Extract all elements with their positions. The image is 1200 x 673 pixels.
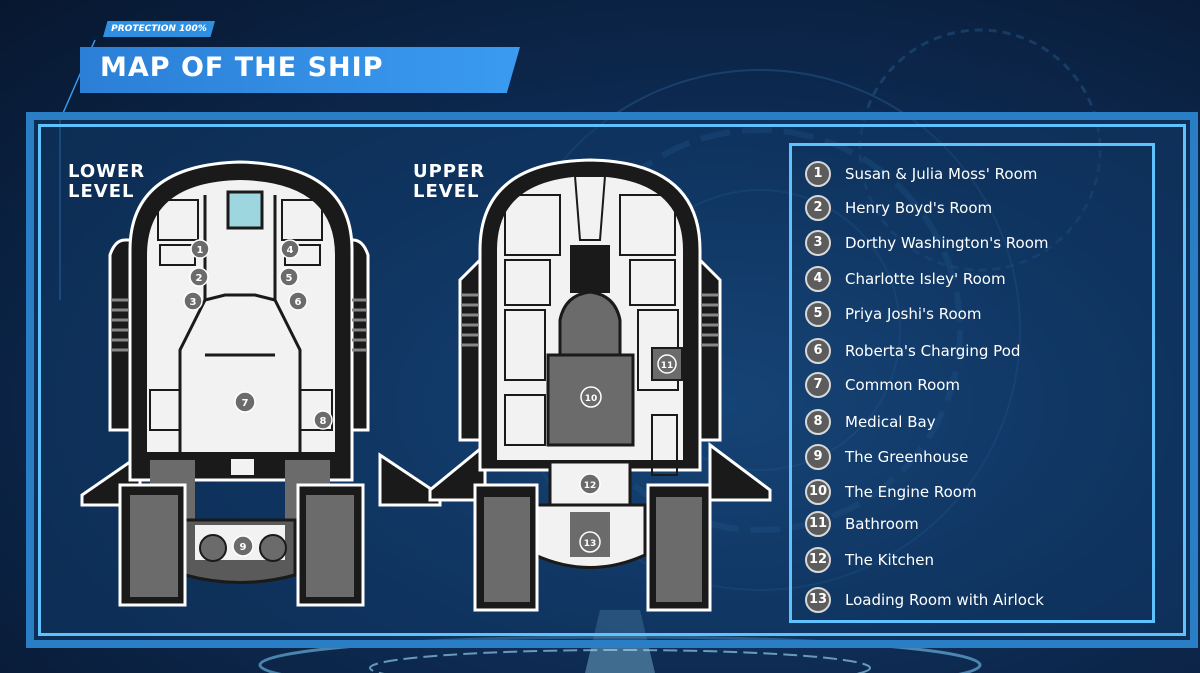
legend-item-3[interactable]: 3 Dorthy Washington's Room (805, 230, 1049, 256)
lower-level-label: LOWER LEVEL (68, 162, 145, 202)
legend-item-7[interactable]: 7 Common Room (805, 372, 960, 398)
legend-number-11: 11 (805, 511, 831, 537)
legend-item-5[interactable]: 5 Priya Joshi's Room (805, 301, 981, 327)
legend-number-1: 1 (805, 161, 831, 187)
room-marker-13[interactable]: 13 (579, 531, 601, 553)
legend-label-13: Loading Room with Airlock (845, 591, 1044, 609)
legend-label-6: Roberta's Charging Pod (845, 342, 1021, 360)
legend-label-11: Bathroom (845, 515, 919, 533)
legend-item-9[interactable]: 9 The Greenhouse (805, 444, 968, 470)
upper-level-label: UPPER LEVEL (413, 162, 485, 202)
legend-label-2: Henry Boyd's Room (845, 199, 993, 217)
legend-number-3: 3 (805, 230, 831, 256)
room-marker-2-label: 2 (196, 273, 203, 284)
legend-item-12[interactable]: 12 The Kitchen (805, 547, 934, 573)
legend-number-9: 9 (805, 444, 831, 470)
legend-number-8: 8 (805, 409, 831, 435)
room-marker-5-label: 5 (286, 273, 293, 284)
room-marker-7[interactable]: 7 (234, 391, 256, 413)
room-marker-13-label: 13 (584, 539, 597, 549)
legend-label-5: Priya Joshi's Room (845, 305, 982, 323)
lower-level-plan (80, 160, 442, 607)
legend-number-10: 10 (805, 479, 831, 505)
room-legend: 1 Susan & Julia Moss' Room 2 Henry Boyd'… (789, 143, 1155, 623)
legend-label-8: Medical Bay (845, 413, 936, 431)
legend-number-6: 6 (805, 338, 831, 364)
title-banner (80, 47, 520, 93)
legend-number-4: 4 (805, 266, 831, 292)
upper-level-label-line1: UPPER (413, 161, 486, 182)
legend-label-9: The Greenhouse (845, 448, 969, 466)
legend-number-12: 12 (805, 547, 831, 573)
legend-label-7: Common Room (845, 376, 961, 394)
room-marker-4-label: 4 (287, 245, 294, 256)
legend-item-1[interactable]: 1 Susan & Julia Moss' Room (805, 161, 1037, 187)
legend-label-4: Charlotte Isley' Room (845, 270, 1006, 288)
room-marker-1[interactable]: 1 (190, 239, 210, 259)
room-marker-12[interactable]: 12 (579, 473, 601, 495)
room-marker-9-label: 9 (240, 542, 247, 553)
room-marker-10[interactable]: 10 (580, 386, 602, 408)
legend-number-5: 5 (805, 301, 831, 327)
room-marker-9[interactable]: 9 (232, 535, 254, 557)
legend-item-4[interactable]: 4 Charlotte Isley' Room (805, 266, 1006, 292)
legend-item-6[interactable]: 6 Roberta's Charging Pod (805, 338, 1020, 364)
legend-item-11[interactable]: 11 Bathroom (805, 511, 919, 537)
legend-item-2[interactable]: 2 Henry Boyd's Room (805, 195, 992, 221)
room-marker-4[interactable]: 4 (280, 239, 300, 259)
room-marker-1-label: 1 (197, 245, 204, 256)
legend-item-13[interactable]: 13 Loading Room with Airlock (805, 587, 1044, 613)
room-marker-7-label: 7 (242, 398, 249, 409)
map-frame-inner (38, 124, 1186, 636)
lower-level-label-line1: LOWER (68, 161, 146, 182)
legend-item-10[interactable]: 10 The Engine Room (805, 479, 977, 505)
room-marker-11[interactable]: 11 (657, 354, 677, 374)
legend-item-8[interactable]: 8 Medical Bay (805, 409, 936, 435)
legend-label-10: The Engine Room (845, 483, 977, 501)
room-marker-10-label: 10 (585, 394, 598, 404)
upper-level-plan (428, 158, 772, 612)
legend-number-13: 13 (805, 587, 831, 613)
room-marker-3[interactable]: 3 (183, 291, 203, 311)
room-marker-8-label: 8 (320, 416, 327, 427)
room-marker-12-label: 12 (584, 481, 597, 491)
room-marker-6[interactable]: 6 (288, 291, 308, 311)
legend-label-12: The Kitchen (845, 551, 935, 569)
lower-level-label-line2: LEVEL (68, 181, 135, 202)
legend-number-2: 2 (805, 195, 831, 221)
room-marker-11-label: 11 (661, 361, 674, 371)
room-marker-8[interactable]: 8 (313, 410, 333, 430)
upper-level-label-line2: LEVEL (413, 181, 480, 202)
page-title: MAP OF THE SHIP (100, 52, 384, 83)
room-marker-3-label: 3 (190, 297, 197, 308)
legend-number-7: 7 (805, 372, 831, 398)
room-marker-6-label: 6 (295, 297, 302, 308)
legend-label-1: Susan & Julia Moss' Room (845, 165, 1038, 183)
legend-label-3: Dorthy Washington's Room (845, 234, 1049, 252)
protection-status-tag: PROTECTION 100% (103, 21, 215, 37)
room-marker-2[interactable]: 2 (189, 267, 209, 287)
room-marker-5[interactable]: 5 (279, 267, 299, 287)
